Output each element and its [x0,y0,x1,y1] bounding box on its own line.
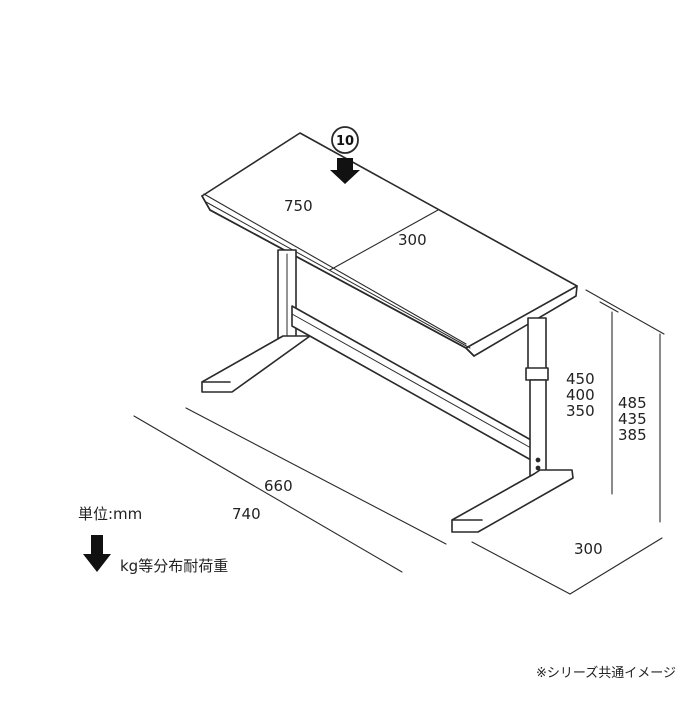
legend-load-arrow [83,535,111,572]
right-leg [451,317,574,533]
dimension-base-inner: 660 [264,477,293,495]
dimension-overall-heights: 485 435 385 [618,395,647,443]
overall-height-low: 385 [618,426,647,444]
dimension-lines [133,193,665,595]
dimension-top-width: 750 [284,197,313,215]
footnote: ※シリーズ共通イメージ [536,666,676,681]
load-badge-value: 10 [336,134,354,149]
overall-height-mid: 435 [618,410,647,428]
legend-load-text: kg等分布耐荷重 [120,557,229,575]
desktop-height-high: 450 [566,370,595,388]
dimension-base-outer: 740 [232,505,261,523]
desktop-height-low: 350 [566,402,595,420]
load-badge [330,126,360,184]
legend-unit: 単位:mm [78,505,143,523]
dimension-base-depth: 300 [574,540,603,558]
dimension-desktop-heights: 450 400 350 [566,371,595,419]
overall-height-high: 485 [618,394,647,412]
desktop-height-mid: 400 [566,386,595,404]
tabletop [201,132,578,357]
dimension-top-depth: 300 [398,231,427,249]
